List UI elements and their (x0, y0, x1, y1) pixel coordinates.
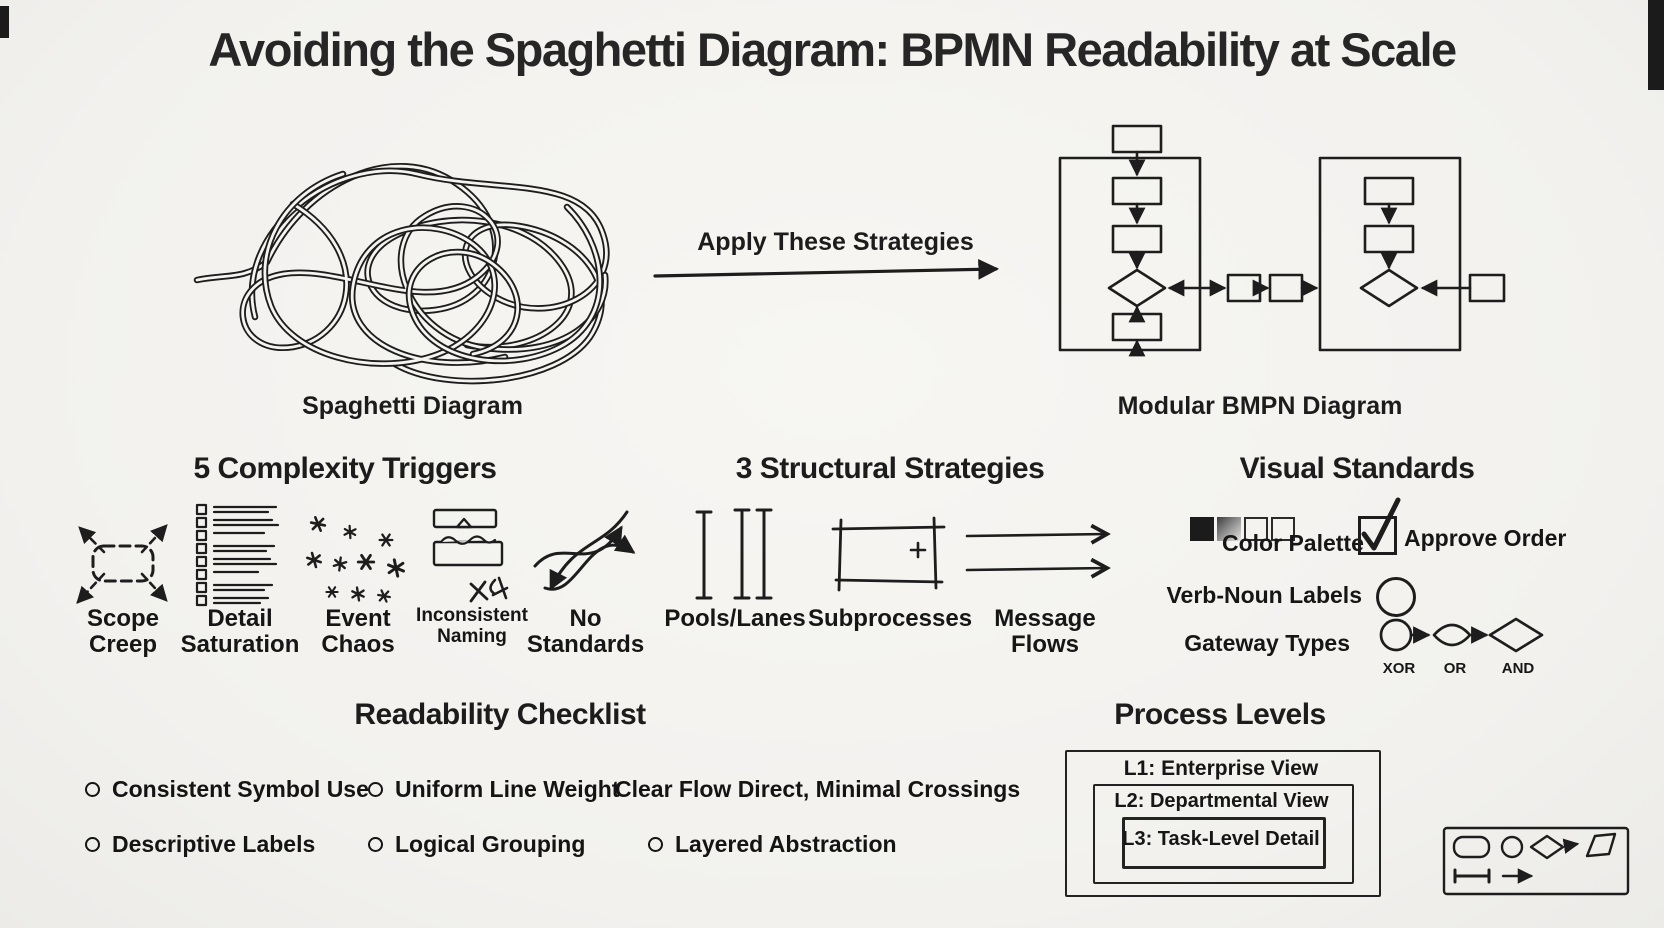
circle-icon (1376, 577, 1416, 617)
trigger-scope-creep: Scope Creep (62, 502, 184, 658)
strategy-subprocesses: Subprocesses (807, 502, 973, 658)
trigger-detail-saturation: Detail Saturation (181, 502, 299, 658)
bullet-icon (85, 837, 100, 852)
checklist-item: Layered Abstraction (648, 831, 897, 858)
color-palette-icon (1190, 517, 1295, 541)
scope-creep-icon (64, 502, 182, 606)
palette-swatch-filled (1190, 517, 1214, 541)
process-level-l2-box (1093, 784, 1354, 884)
trigger-label: Event Chaos (321, 605, 395, 658)
complexity-triggers-heading: 5 Complexity Triggers (193, 452, 497, 485)
strategy-label: Subprocesses (807, 605, 973, 632)
event-chaos-icon (302, 502, 414, 606)
checklist-item-label: Uniform Line Weight (395, 776, 620, 802)
palette-swatch-outline (1271, 517, 1295, 541)
subprocess-icon (830, 502, 950, 606)
bullet-icon (648, 837, 663, 852)
palette-swatch-outline (1244, 517, 1268, 541)
bullet-icon (85, 782, 100, 797)
trigger-no-standards: No Standards (524, 502, 647, 658)
trigger-label: Inconsistent Naming (416, 605, 528, 647)
gateway-name-or: OR (1443, 660, 1467, 677)
no-standards-icon (527, 502, 645, 606)
gateway-name-xor: XOR (1382, 660, 1416, 677)
apply-strategies-arrow (653, 258, 1000, 280)
readability-checklist-heading: Readability Checklist (354, 698, 646, 731)
approve-order-label: Approve Order (1404, 525, 1567, 551)
scan-artifact (1648, 0, 1664, 90)
bullet-icon (368, 837, 383, 852)
process-level-label: L3: Task-Level Detail (1122, 828, 1320, 850)
process-level-label: L1: Enterprise View (1123, 757, 1319, 780)
process-levels-heading: Process Levels (1114, 698, 1326, 731)
checklist-item-label: Logical Grouping (395, 831, 586, 857)
gateway-shapes-icon (1379, 617, 1544, 653)
gateway-types-label: Gateway Types (1184, 630, 1350, 656)
checklist-item-label: Descriptive Labels (112, 831, 316, 857)
trigger-event-chaos: Event Chaos (296, 502, 420, 658)
strategy-label: Pools/Lanes (664, 605, 806, 632)
inconsistent-naming-icon (429, 502, 515, 606)
spaghetti-label: Spaghetti Diagram (302, 392, 523, 420)
checklist-item: Descriptive Labels (85, 831, 315, 858)
bpmn-shape-legend (1442, 826, 1630, 896)
verb-noun-label: Verb-Noun Labels (1166, 582, 1362, 608)
color-palette-label: Color Palette (1222, 530, 1364, 556)
detail-saturation-icon (194, 502, 286, 607)
modular-bpmn-label: Modular BMPN Diagram (1117, 392, 1403, 420)
palette-swatch-gradient (1217, 517, 1241, 541)
strategy-pools-lanes: Pools/Lanes (660, 502, 810, 658)
checklist-item: Clear Flow Direct, Minimal Crossings (615, 776, 1020, 803)
page-title: Avoiding the Spaghetti Diagram: BPMN Rea… (208, 23, 1457, 76)
trigger-inconsistent-naming: Inconsistent Naming (416, 502, 528, 658)
apply-strategies-label: Apply These Strategies (697, 228, 974, 256)
complexity-triggers-row: Scope Creep Detail Saturat (62, 502, 647, 658)
checklist-item: Logical Grouping (368, 831, 585, 858)
process-level-l1-box (1065, 750, 1381, 897)
message-flows-icon (965, 502, 1125, 606)
strategy-label: Message Flows (994, 605, 1096, 658)
checklist-item-label: Consistent Symbol Use (112, 776, 369, 802)
checklist-item-label: Layered Abstraction (675, 831, 897, 857)
visual-standards-heading: Visual Standards (1239, 452, 1475, 485)
checkbox-icon (1358, 516, 1397, 555)
trigger-label: Detail Saturation (180, 605, 300, 658)
modular-bpmn-illustration (1058, 124, 1506, 357)
checkmark-icon (1361, 497, 1401, 551)
process-level-label: L2: Departmental View (1114, 790, 1329, 812)
strategy-message-flows: Message Flows (965, 502, 1120, 658)
gateway-name-and: AND (1501, 660, 1535, 677)
checklist-item-label: Clear Flow Direct, Minimal Crossings (615, 776, 1021, 802)
structural-strategies-heading: 3 Structural Strategies (735, 452, 1045, 485)
checklist-item: Uniform Line Weight (368, 776, 619, 803)
process-level-l3-box (1122, 817, 1326, 869)
pools-lanes-icon (688, 502, 782, 606)
bullet-icon (368, 782, 383, 797)
trigger-label: No Standards (526, 605, 645, 658)
structural-strategies-row: Pools/Lanes Subprocesses (660, 502, 1120, 658)
checklist-item: Consistent Symbol Use (85, 776, 369, 803)
spaghetti-illustration (193, 163, 610, 385)
scan-artifact (0, 6, 9, 38)
trigger-label: Scope Creep (86, 605, 160, 658)
